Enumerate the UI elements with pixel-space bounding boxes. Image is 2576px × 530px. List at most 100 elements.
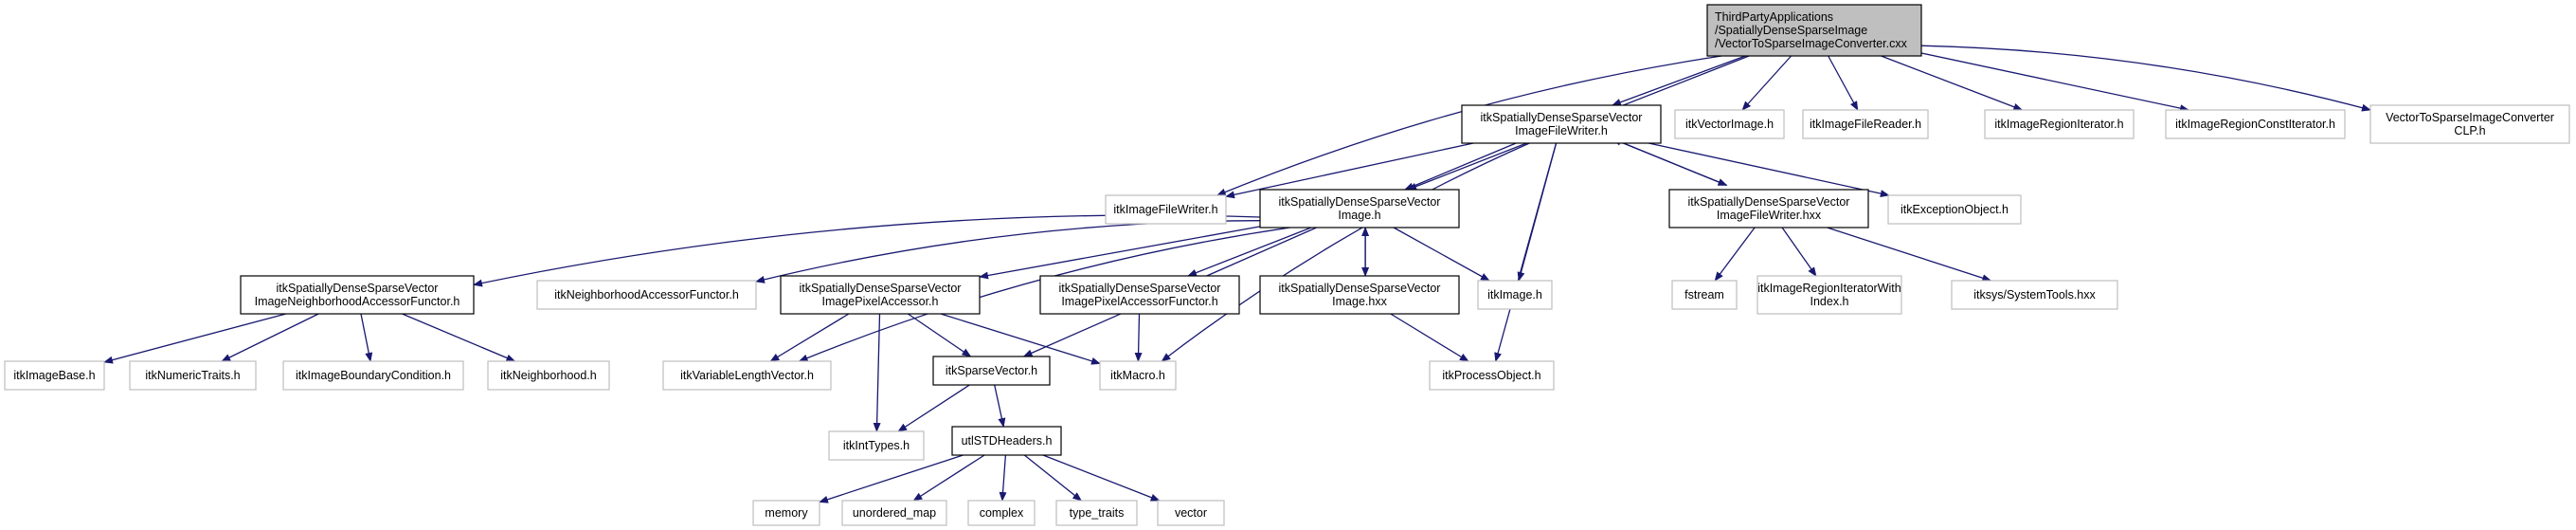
node-file-writer-h[interactable]: itkSpatiallyDenseSparseVectorImageFileWr… xyxy=(1461,104,1662,144)
node-label-line: itkSpatiallyDenseSparseVector xyxy=(1481,111,1643,124)
node-label-line: itkImageFileWriter.h xyxy=(1113,203,1217,216)
node-box xyxy=(951,426,1062,456)
node-label-line: CLP.h xyxy=(2454,124,2485,137)
node-label-line: itkSparseVector.h xyxy=(946,364,1037,377)
node-label-line: ImageFileWriter.hxx xyxy=(1717,209,1822,222)
node-macro-h: itkMacro.h xyxy=(1099,360,1177,391)
node-pixel-accessor-h[interactable]: itkSpatiallyDenseSparseVectorImagePixelA… xyxy=(780,275,981,315)
edge-pixel-accessor-h-to-sparse-vector-h xyxy=(908,313,972,357)
edge-file-writer-h-to-image-file-writer-h xyxy=(1225,142,1474,199)
node-box xyxy=(1259,189,1460,228)
node-label-line: ImagePixelAccessorFunctor.h xyxy=(1061,295,1217,308)
edge-file-writer-hxx-to-system-tools-hxx xyxy=(1827,227,1992,283)
node-exception-object-h: itkExceptionObject.h xyxy=(1887,194,2022,225)
node-label-line: itkImageBase.h xyxy=(13,369,95,382)
node-label-line: itkSpatiallyDenseSparseVector xyxy=(1279,282,1441,295)
edge-sparse-vector-h-to-int-types-h xyxy=(897,384,970,432)
node-label-line: itkNumericTraits.h xyxy=(145,369,240,382)
node-type-traits: type_traits xyxy=(1055,500,1138,526)
node-box xyxy=(1802,109,1929,139)
node-box xyxy=(1429,360,1555,391)
edge-sdsv-image-hxx-to-process-object-h xyxy=(1390,313,1469,362)
edge-std-headers-h-to-vector xyxy=(1042,454,1161,502)
node-box xyxy=(828,430,925,461)
edge-std-headers-h-to-unordered-map xyxy=(912,454,985,502)
node-label-line: VectorToSparseImageConverter xyxy=(2386,111,2554,124)
edge-root-to-clp-h xyxy=(1920,45,2371,112)
node-box xyxy=(1674,109,1785,139)
node-label-line: Image.h xyxy=(1338,209,1380,222)
node-complex: complex xyxy=(967,500,1036,526)
node-sparse-vector-h[interactable]: itkSparseVector.h xyxy=(932,356,1051,386)
edge-std-headers-h-to-type-traits xyxy=(1023,454,1083,502)
node-label-line: itkExceptionObject.h xyxy=(1900,203,2009,216)
node-label-line: unordered_map xyxy=(853,506,936,520)
node-label-line: type_traits xyxy=(1070,506,1125,520)
node-box xyxy=(1461,104,1662,144)
node-label-line: ThirdPartyApplications xyxy=(1715,10,1833,24)
node-fstream: fstream xyxy=(1671,280,1738,310)
node-numeric-traits-h: itkNumericTraits.h xyxy=(129,360,257,391)
edge-std-headers-h-to-complex xyxy=(999,454,1007,502)
node-box xyxy=(282,360,464,391)
node-label-line: complex xyxy=(980,506,1024,520)
nodes-layer: ThirdPartyApplications/SpatiallyDenseSpa… xyxy=(4,4,2570,526)
edges-layer xyxy=(103,45,2371,503)
edge-root-to-region-iterator-h xyxy=(1881,55,2024,111)
node-process-object-h: itkProcessObject.h xyxy=(1429,360,1555,391)
node-label-line: itkIntTypes.h xyxy=(843,439,910,452)
node-var-len-vector-h: itkVariableLengthVector.h xyxy=(662,360,832,391)
node-root[interactable]: ThirdPartyApplications/SpatiallyDenseSpa… xyxy=(1706,4,1922,57)
node-label-line: itkSpatiallyDenseSparseVector xyxy=(1059,282,1221,295)
edge-sdsv-image-h-to-pixel-accessor-functor-h xyxy=(1187,227,1312,277)
node-box xyxy=(2369,104,2570,144)
edge-root-to-file-writer-h xyxy=(1611,55,1746,106)
node-label-line: itkImageRegionIteratorWith xyxy=(1757,282,1901,295)
node-label-line: itkNeighborhood.h xyxy=(500,369,597,382)
node-label-line: itkVectorImage.h xyxy=(1685,118,1774,131)
node-label-line: /SpatiallyDenseSparseImage xyxy=(1715,24,1867,37)
node-std-headers-h[interactable]: utlSTDHeaders.h xyxy=(951,426,1062,456)
node-box xyxy=(662,360,832,391)
node-neighborhood-accessor-functor-h[interactable]: itkSpatiallyDenseSparseVectorImageNeighb… xyxy=(240,275,475,315)
node-box xyxy=(1887,194,2022,225)
node-box xyxy=(1099,360,1177,391)
edge-root-to-image-file-reader-h xyxy=(1828,55,1859,111)
edge-std-headers-h-to-memory xyxy=(819,454,964,503)
node-file-writer-hxx[interactable]: itkSpatiallyDenseSparseVectorImageFileWr… xyxy=(1668,189,1869,228)
node-label-line: itkVariableLengthVector.h xyxy=(680,369,814,382)
node-image-file-reader-h: itkImageFileReader.h xyxy=(1802,109,1929,139)
node-label-line: Index.h xyxy=(1810,295,1848,308)
node-label-line: memory xyxy=(765,506,808,520)
node-label-line: itksys/SystemTools.hxx xyxy=(1973,288,2096,302)
edge-neighborhood-accessor-functor-h-to-neighborhood-h xyxy=(402,313,516,362)
node-box xyxy=(1105,194,1227,225)
node-box xyxy=(841,500,947,526)
node-label-line: itkImageRegionConstIterator.h xyxy=(2175,118,2335,131)
edge-pixel-accessor-h-to-var-len-vector-h xyxy=(769,313,850,362)
node-box xyxy=(2165,109,2346,139)
node-box xyxy=(1039,275,1240,315)
node-label-line: itkMacro.h xyxy=(1110,369,1165,382)
node-box xyxy=(487,360,610,391)
node-pixel-accessor-functor-h[interactable]: itkSpatiallyDenseSparseVectorImagePixelA… xyxy=(1039,275,1240,315)
edge-sparse-vector-h-to-std-headers-h xyxy=(994,384,1006,428)
edge-sdsv-image-h-to-itk-image-h xyxy=(1393,227,1490,282)
edge-file-writer-h-to-sdsv-image-h xyxy=(1403,142,1517,191)
node-label-line: itkSpatiallyDenseSparseVector xyxy=(277,282,439,295)
edge-pixel-accessor-h-to-int-types-h xyxy=(873,313,881,432)
node-label-line: itkImage.h xyxy=(1487,288,1542,302)
node-label-line: itkImageBoundaryCondition.h xyxy=(296,369,451,382)
node-box xyxy=(1756,275,1902,315)
node-box xyxy=(1157,500,1225,526)
edge-file-writer-hxx-to-region-iterator-with-index-h xyxy=(1781,227,1817,277)
node-unordered-map: unordered_map xyxy=(841,500,947,526)
node-label-line: ImagePixelAccessor.h xyxy=(822,295,939,308)
node-itk-image-h: itkImage.h xyxy=(1477,280,1553,310)
node-int-types-h: itkIntTypes.h xyxy=(828,430,925,461)
